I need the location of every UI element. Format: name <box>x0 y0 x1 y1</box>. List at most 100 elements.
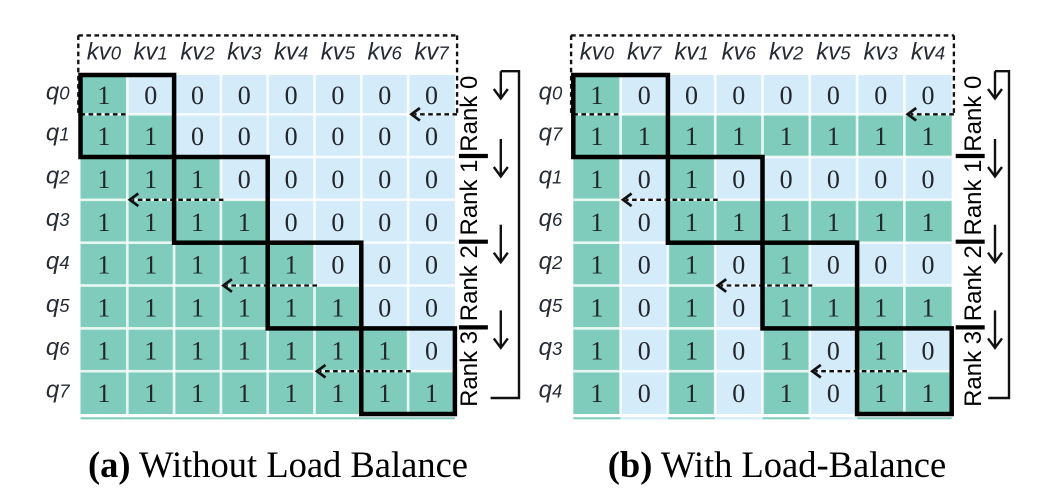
svg-text:1: 1 <box>732 122 745 151</box>
svg-text:q7: q7 <box>46 377 70 404</box>
svg-text:1: 1 <box>590 379 603 408</box>
svg-text:1: 1 <box>331 293 344 322</box>
svg-text:1: 1 <box>590 208 603 237</box>
svg-text:1: 1 <box>685 336 698 365</box>
svg-text:1: 1 <box>144 336 157 365</box>
svg-text:0: 0 <box>638 293 651 322</box>
svg-text:0: 0 <box>425 81 438 110</box>
svg-text:kv1: kv1 <box>674 39 708 66</box>
svg-text:1: 1 <box>827 122 840 151</box>
svg-text:1: 1 <box>780 379 793 408</box>
svg-text:0: 0 <box>638 81 651 110</box>
svg-text:1: 1 <box>922 122 935 151</box>
svg-text:1: 1 <box>97 81 110 110</box>
svg-text:(a) Without Load Balance: (a) Without Load Balance <box>88 444 468 485</box>
svg-text:1: 1 <box>285 336 298 365</box>
svg-text:0: 0 <box>331 165 344 194</box>
svg-text:Rank 2: Rank 2 <box>456 245 483 321</box>
svg-text:1: 1 <box>780 293 793 322</box>
svg-text:0: 0 <box>638 379 651 408</box>
svg-text:kv6: kv6 <box>722 39 757 66</box>
svg-text:1: 1 <box>331 336 344 365</box>
svg-text:0: 0 <box>238 165 251 194</box>
svg-text:1: 1 <box>874 379 887 408</box>
svg-text:1: 1 <box>331 379 344 408</box>
svg-text:0: 0 <box>378 165 391 194</box>
svg-text:Rank 2: Rank 2 <box>960 245 987 321</box>
svg-text:kv2: kv2 <box>180 39 215 66</box>
svg-text:0: 0 <box>378 208 391 237</box>
svg-text:0: 0 <box>827 81 840 110</box>
svg-text:q3: q3 <box>46 205 70 232</box>
svg-text:kv6: kv6 <box>368 39 403 66</box>
svg-text:1: 1 <box>827 293 840 322</box>
svg-text:1: 1 <box>590 122 603 151</box>
svg-text:Rank 3: Rank 3 <box>456 331 483 407</box>
svg-text:0: 0 <box>732 251 745 280</box>
svg-text:kv4: kv4 <box>911 39 945 66</box>
svg-text:q6: q6 <box>539 205 563 232</box>
svg-text:Rank 1: Rank 1 <box>456 159 483 235</box>
svg-text:q4: q4 <box>46 248 70 275</box>
svg-text:1: 1 <box>144 379 157 408</box>
svg-text:q2: q2 <box>46 162 70 189</box>
svg-text:q1: q1 <box>46 120 70 147</box>
svg-text:q5: q5 <box>539 291 563 318</box>
svg-text:0: 0 <box>874 81 887 110</box>
svg-text:1: 1 <box>590 336 603 365</box>
svg-text:0: 0 <box>378 251 391 280</box>
svg-text:1: 1 <box>922 379 935 408</box>
svg-text:0: 0 <box>732 336 745 365</box>
svg-text:1: 1 <box>285 251 298 280</box>
svg-text:1: 1 <box>238 293 251 322</box>
svg-text:kv5: kv5 <box>321 39 356 66</box>
svg-text:0: 0 <box>827 251 840 280</box>
svg-text:q5: q5 <box>46 291 70 318</box>
svg-text:0: 0 <box>732 81 745 110</box>
svg-text:0: 0 <box>285 165 298 194</box>
svg-text:q7: q7 <box>539 120 563 147</box>
svg-text:1: 1 <box>685 165 698 194</box>
svg-text:0: 0 <box>922 165 935 194</box>
svg-text:1: 1 <box>285 379 298 408</box>
svg-text:(b) With Load-Balance: (b) With Load-Balance <box>608 444 946 485</box>
svg-text:0: 0 <box>425 293 438 322</box>
svg-text:1: 1 <box>638 122 651 151</box>
svg-text:0: 0 <box>378 293 391 322</box>
svg-text:0: 0 <box>285 81 298 110</box>
svg-text:0: 0 <box>732 379 745 408</box>
svg-text:0: 0 <box>827 165 840 194</box>
svg-text:kv0: kv0 <box>87 39 122 66</box>
svg-text:0: 0 <box>780 81 793 110</box>
svg-text:q3: q3 <box>539 334 563 361</box>
svg-text:0: 0 <box>378 81 391 110</box>
svg-text:1: 1 <box>425 379 438 408</box>
svg-text:1: 1 <box>685 208 698 237</box>
svg-text:1: 1 <box>590 293 603 322</box>
svg-text:0: 0 <box>425 208 438 237</box>
svg-text:0: 0 <box>922 251 935 280</box>
svg-text:1: 1 <box>780 251 793 280</box>
svg-text:1: 1 <box>144 251 157 280</box>
svg-text:1: 1 <box>780 208 793 237</box>
svg-text:1: 1 <box>238 251 251 280</box>
svg-text:Rank 3: Rank 3 <box>960 331 987 407</box>
svg-text:0: 0 <box>638 208 651 237</box>
svg-text:1: 1 <box>590 81 603 110</box>
svg-text:kv4: kv4 <box>274 39 308 66</box>
svg-text:1: 1 <box>590 165 603 194</box>
svg-text:0: 0 <box>638 165 651 194</box>
svg-text:Rank 0: Rank 0 <box>456 76 483 152</box>
svg-text:1: 1 <box>97 336 110 365</box>
svg-text:0: 0 <box>425 165 438 194</box>
svg-text:q0: q0 <box>539 79 563 106</box>
svg-text:1: 1 <box>97 379 110 408</box>
svg-text:1: 1 <box>97 165 110 194</box>
svg-text:1: 1 <box>191 208 204 237</box>
svg-text:kv7: kv7 <box>627 39 662 66</box>
svg-text:1: 1 <box>874 208 887 237</box>
svg-text:0: 0 <box>331 122 344 151</box>
svg-text:1: 1 <box>144 293 157 322</box>
svg-text:1: 1 <box>590 251 603 280</box>
svg-text:0: 0 <box>780 165 793 194</box>
